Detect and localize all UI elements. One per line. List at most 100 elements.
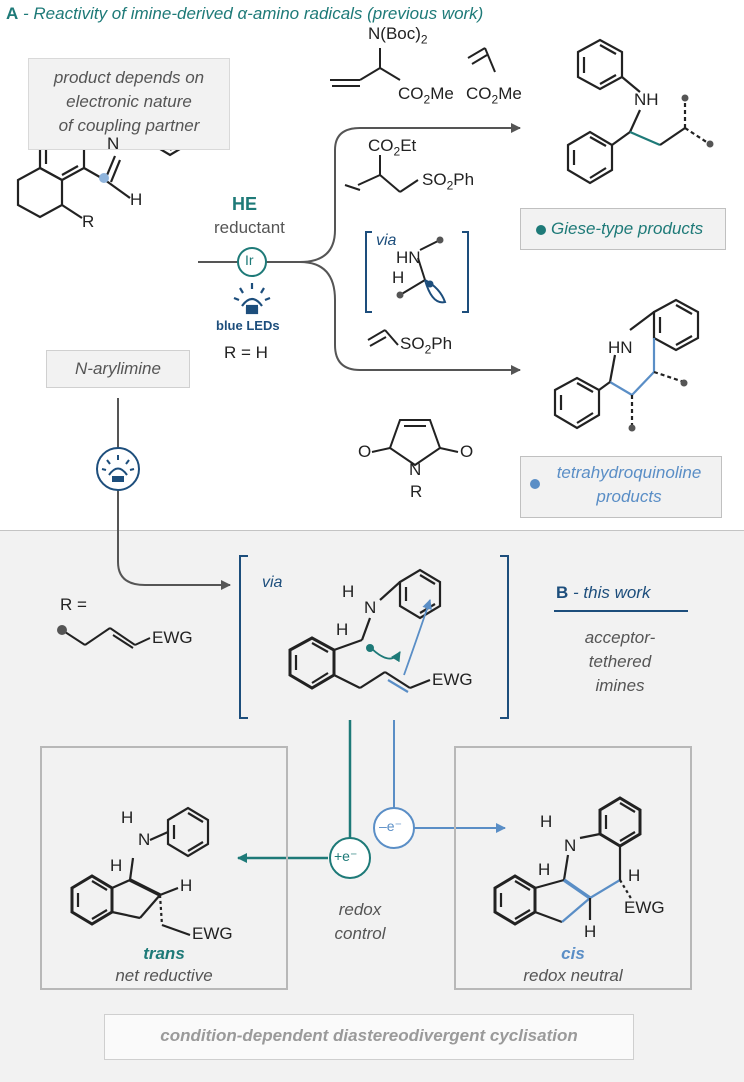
imine-n: N	[107, 134, 120, 153]
ir-catalyst-circle	[237, 247, 267, 277]
cis-label: cis	[561, 944, 585, 963]
via-center-h2: H	[336, 620, 349, 639]
co2et-tail: Et	[400, 136, 417, 155]
note-line-2: electronic nature	[66, 92, 192, 111]
cis-h-right: H	[628, 866, 641, 885]
cis-n: N	[564, 836, 577, 855]
maleimide-r: R	[410, 482, 423, 501]
note-line-3: of coupling partner	[58, 116, 200, 135]
co2me-2-text: CO	[466, 84, 492, 103]
bulb-icon	[233, 283, 271, 315]
so2ph-top-label: SO2Ph	[422, 170, 474, 192]
maleimide-n: N	[409, 460, 422, 479]
co2et-label: CO2Et	[368, 136, 416, 158]
giese-label: Giese-type products	[551, 219, 704, 238]
thq-line-2: products	[596, 487, 662, 506]
plus-e-circle	[329, 837, 371, 879]
so2ph-bottom-label: SO2Ph	[400, 334, 452, 356]
cis-ewg: EWG	[624, 898, 665, 917]
footer-box	[104, 1014, 634, 1060]
he-label: HE	[232, 194, 258, 214]
co2me-2-sub: 2	[491, 92, 499, 107]
co2me-1-sub: 2	[423, 92, 431, 107]
so2ph-bottom-sub: 2	[424, 342, 432, 357]
footer-text: condition-dependent diastereodivergent c…	[160, 1026, 578, 1045]
note-line-1: product depends on	[53, 68, 205, 87]
trans-h-top: H	[121, 808, 134, 827]
section-b-title-text: - this work	[568, 583, 651, 602]
nboc-label: N(Boc)2	[368, 24, 428, 46]
co2me-1-tail: Me	[430, 84, 454, 103]
so2ph-bottom-tail: Ph	[431, 334, 453, 353]
via-top-bracket	[365, 231, 469, 313]
section-b-desc-1: acceptor-	[584, 628, 656, 647]
r-substituent	[61, 627, 151, 649]
note-box	[28, 58, 230, 150]
via-center-bracket	[239, 555, 509, 719]
via-center-n: N	[364, 598, 377, 617]
r-equals-h: R = H	[224, 343, 268, 362]
imine-label: N-arylimine	[75, 359, 161, 378]
so2ph-top-sub: 2	[446, 178, 454, 193]
bulb-icon-circled	[101, 455, 135, 482]
trans-label: trans	[143, 944, 185, 963]
cis-box	[454, 746, 692, 990]
reagent-allyl	[344, 155, 419, 193]
co2me-2-label: CO2Me	[466, 84, 522, 106]
section-b-title: B - this work	[556, 583, 650, 603]
imine-label-box	[46, 350, 190, 388]
co2me-1-label: CO2Me	[398, 84, 454, 106]
cis-h-top: H	[540, 812, 553, 831]
via-top-structure	[399, 239, 447, 304]
reductant-label: reductant	[214, 218, 285, 237]
via-top-hn: HN	[396, 248, 421, 267]
via-center-h1: H	[342, 582, 355, 601]
cis-h-left: H	[538, 860, 551, 879]
so2ph-top-tail: Ph	[453, 170, 475, 189]
thq-hn: HN	[608, 338, 633, 357]
trans-box	[40, 746, 288, 990]
cis-product	[493, 796, 642, 926]
nboc-sub: 2	[420, 32, 428, 47]
imine-h: H	[130, 190, 143, 209]
via-center-ewg: EWG	[432, 670, 473, 689]
trans-n: N	[138, 830, 151, 849]
radical-dot	[99, 173, 109, 183]
nboc-text: N(Boc)	[368, 24, 421, 43]
redox-line-2: control	[334, 924, 386, 943]
section-a-title: A - Reactivity of imine-derived α-amino …	[6, 4, 483, 24]
imine-r: R	[82, 212, 95, 231]
reagent-vinyl-sulfone	[367, 329, 399, 347]
minus-e-circle	[373, 807, 415, 849]
redox-line-1: redox	[338, 900, 382, 919]
section-b-panel	[0, 530, 744, 1082]
via-center-label: via	[262, 574, 283, 591]
via-top-label: via	[376, 232, 397, 249]
co2me-1-text: CO	[398, 84, 424, 103]
so2ph-bottom-text: SO	[400, 334, 425, 353]
via-center-structure	[288, 568, 442, 693]
minus-electron: –e⁻	[379, 818, 402, 834]
section-a-title-text: - Reactivity of imine-derived α-amino ra…	[18, 4, 484, 23]
section-b-underline	[554, 610, 688, 612]
co2me-2-tail: Me	[498, 84, 522, 103]
section-b-desc-3: imines	[595, 676, 645, 695]
thq-dot	[530, 479, 540, 489]
co2et-text: CO	[368, 136, 394, 155]
section-b-desc-2: tethered	[588, 652, 652, 671]
trans-h-left: H	[110, 856, 123, 875]
blue-leds-label: blue LEDs	[216, 318, 280, 333]
r-def-label: R =	[60, 595, 87, 614]
giese-product	[566, 38, 709, 185]
reagent-acrylate	[467, 47, 496, 73]
giese-dot	[536, 225, 546, 235]
thq-line-1: tetrahydroquinoline	[556, 463, 702, 482]
plus-electron: +e⁻	[334, 848, 358, 864]
reagent-nboc	[330, 48, 401, 87]
thq-product	[553, 298, 700, 430]
maleimide-o-right: O	[460, 442, 474, 461]
cis-sub: redox neutral	[523, 966, 623, 985]
giese-label-box	[520, 208, 726, 250]
thq-label-box	[520, 456, 722, 518]
reagent-maleimide	[371, 419, 459, 467]
